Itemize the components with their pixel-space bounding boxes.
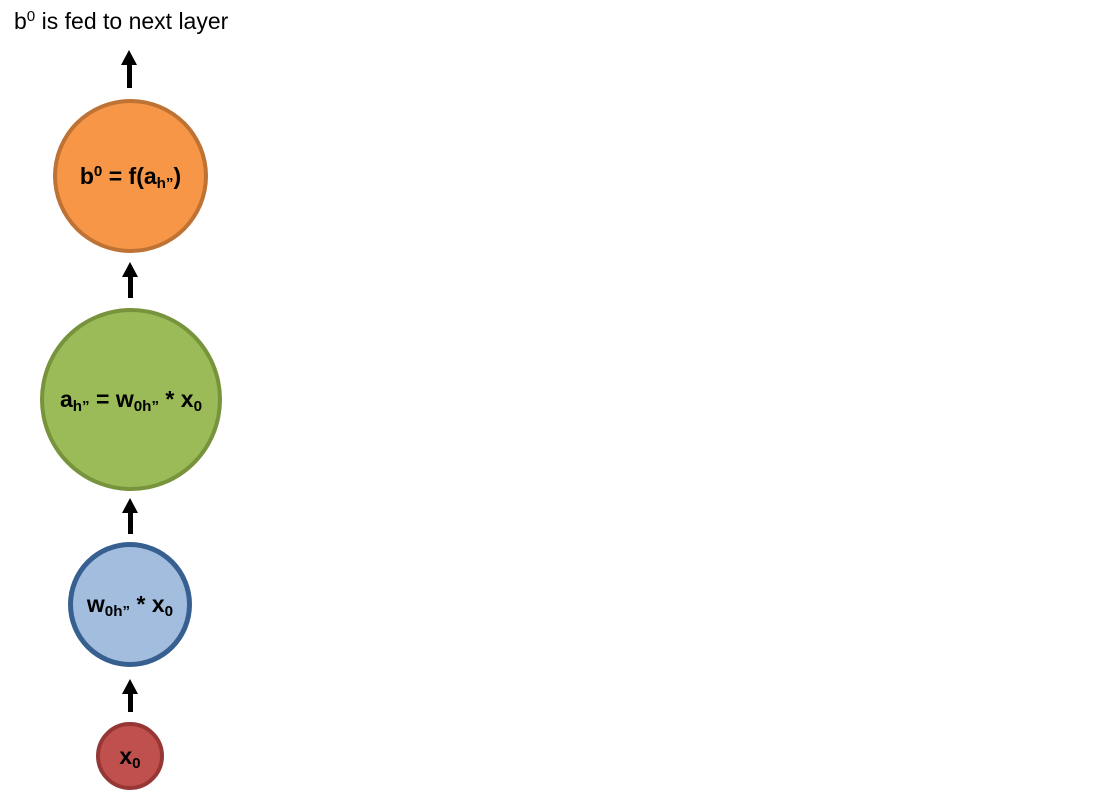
arrowhead-icon xyxy=(122,498,138,513)
arrow-shaft xyxy=(127,277,133,298)
node-activation-ah: ah” = w0h” * x0 xyxy=(40,308,222,491)
node-weighted-input: w0h” * x0 xyxy=(68,542,192,667)
node-output-b0: b0 = f(ah”) xyxy=(53,99,208,253)
arrow-shaft xyxy=(127,513,133,534)
arrow-shaft xyxy=(126,65,132,88)
arrow-input-to-weighted xyxy=(122,679,138,712)
arrowhead-icon xyxy=(122,262,138,277)
diagram-title: b0 is fed to next layer xyxy=(14,8,229,34)
arrow-shaft xyxy=(127,694,133,712)
arrow-weighted-to-activation xyxy=(122,498,138,534)
node-label: ah” = w0h” * x0 xyxy=(59,386,203,416)
node-label: b0 = f(ah”) xyxy=(79,162,182,192)
arrow-activation-to-output xyxy=(122,262,138,298)
arrow-output-to-next-layer xyxy=(121,50,137,88)
arrowhead-icon xyxy=(122,679,138,694)
node-label: x0 xyxy=(119,742,141,772)
node-input-x0: x0 xyxy=(96,722,164,790)
arrowhead-icon xyxy=(121,50,137,65)
node-label: w0h” * x0 xyxy=(86,591,174,621)
